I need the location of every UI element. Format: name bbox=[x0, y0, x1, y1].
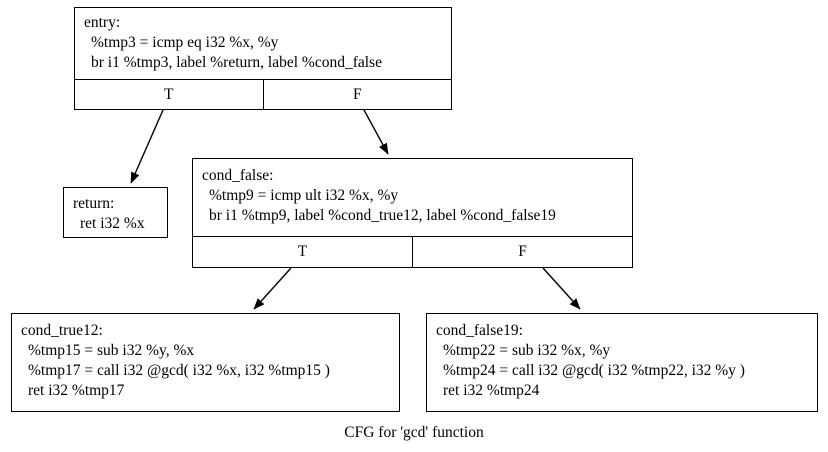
node-return-body: return: ret i32 %x bbox=[64, 188, 167, 240]
node-cond-true12-label: cond_true12: bbox=[21, 322, 103, 339]
edge-entry-F-to-cond-false bbox=[363, 109, 389, 155]
node-cond-false19-instruction-1: %tmp22 = sub i32 %x, %y bbox=[443, 342, 611, 359]
node-entry-instruction-2: br i1 %tmp3, label %return, label %cond_… bbox=[91, 54, 382, 71]
node-cond-false19-instruction-3: ret i32 %tmp24 bbox=[443, 382, 540, 399]
node-entry-port-true[interactable]: T bbox=[75, 80, 264, 110]
node-entry-label: entry: bbox=[84, 14, 121, 31]
node-cond-false-instruction-1: %tmp9 = icmp ult i32 %x, %y bbox=[209, 187, 399, 204]
graph-caption: CFG for 'gcd' function bbox=[344, 424, 484, 441]
edge-cond-false-F-to-cond-false19 bbox=[542, 267, 581, 310]
node-entry-body: entry: %tmp3 = icmp eq i32 %x, %y br i1 … bbox=[75, 8, 451, 79]
node-cond-false-ports: T F bbox=[193, 236, 632, 267]
node-return-label: return: bbox=[73, 195, 115, 212]
node-cond-false-label: cond_false: bbox=[202, 167, 274, 184]
node-cond-false19-label: cond_false19: bbox=[436, 322, 523, 339]
node-cond-false[interactable]: cond_false: %tmp9 = icmp ult i32 %x, %y … bbox=[192, 158, 633, 268]
node-cond-true12-instruction-1: %tmp15 = sub i32 %y, %x bbox=[28, 342, 195, 359]
node-return-instruction-1: ret i32 %x bbox=[80, 215, 145, 232]
node-cond-false19-body: cond_false19: %tmp22 = sub i32 %x, %y %t… bbox=[427, 314, 817, 411]
node-cond-true12[interactable]: cond_true12: %tmp15 = sub i32 %y, %x %tm… bbox=[11, 313, 400, 412]
node-cond-false-instruction-2: br i1 %tmp9, label %cond_true12, label %… bbox=[209, 207, 556, 224]
node-cond-false19[interactable]: cond_false19: %tmp22 = sub i32 %x, %y %t… bbox=[426, 313, 818, 412]
edge-entry-T-to-return bbox=[130, 109, 164, 184]
node-cond-false-body: cond_false: %tmp9 = icmp ult i32 %x, %y … bbox=[193, 159, 632, 236]
edge-cond-false-T-to-cond-true12 bbox=[253, 267, 292, 310]
node-cond-false19-instruction-2: %tmp24 = call i32 @gcd( i32 %tmp22, i32 … bbox=[443, 362, 745, 379]
node-cond-false-port-true[interactable]: T bbox=[193, 237, 413, 267]
node-cond-false-port-false[interactable]: F bbox=[518, 243, 527, 260]
node-cond-true12-body: cond_true12: %tmp15 = sub i32 %y, %x %tm… bbox=[12, 314, 399, 411]
node-return[interactable]: return: ret i32 %x bbox=[63, 187, 168, 238]
node-cond-true12-instruction-2: %tmp17 = call i32 @gcd( i32 %x, i32 %tmp… bbox=[28, 362, 330, 379]
node-entry-ports: T F bbox=[75, 79, 451, 110]
node-cond-true12-instruction-3: ret i32 %tmp17 bbox=[28, 382, 125, 399]
node-entry-instruction-1: %tmp3 = icmp eq i32 %x, %y bbox=[91, 34, 279, 51]
node-entry[interactable]: entry: %tmp3 = icmp eq i32 %x, %y br i1 … bbox=[74, 7, 452, 110]
node-entry-port-false[interactable]: F bbox=[352, 86, 362, 103]
